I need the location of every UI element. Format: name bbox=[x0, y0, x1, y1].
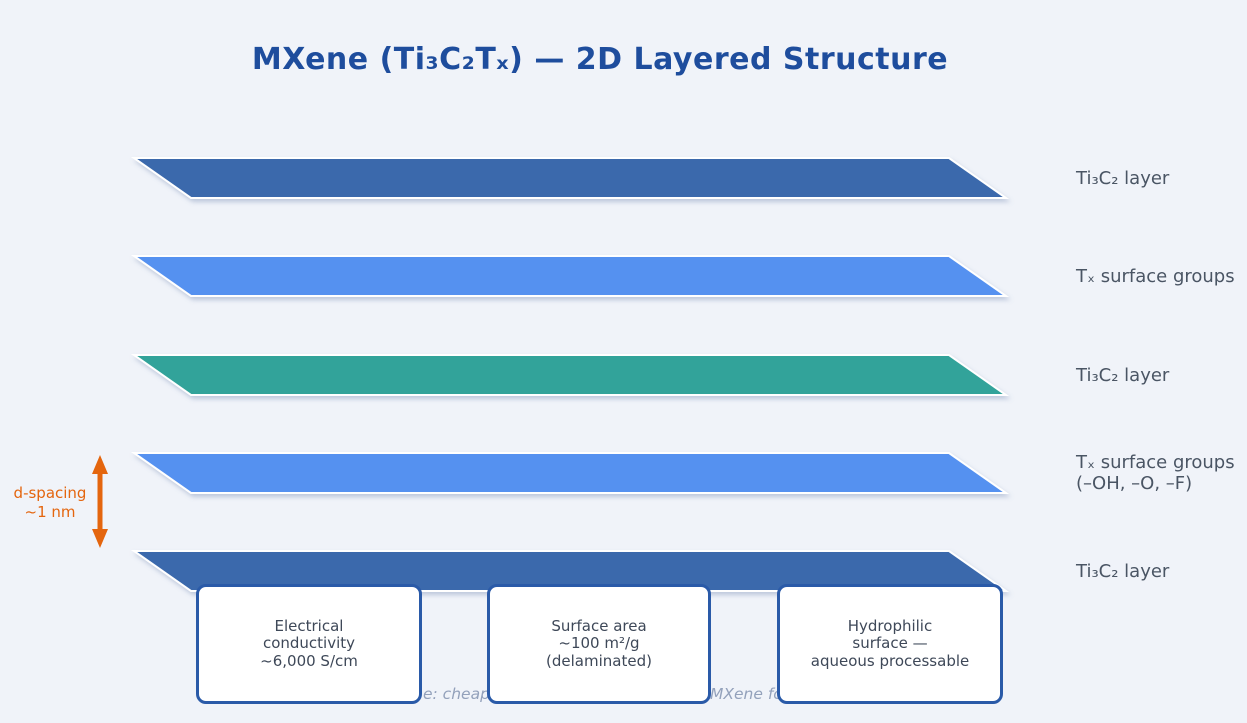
card-line: surface — bbox=[852, 634, 928, 653]
page-title: MXene (Ti₃C₂Tₓ) — 2D Layered Structure bbox=[251, 42, 949, 77]
card-line: ~100 m²/g bbox=[558, 634, 640, 653]
property-card-surface-area: Surface area ~100 m²/g (delaminated) bbox=[487, 584, 711, 704]
card-line: Electrical bbox=[274, 616, 344, 635]
card-line: conductivity bbox=[262, 634, 356, 653]
d-spacing-label-line2: ~1 nm bbox=[24, 503, 76, 521]
layer-slab-surface-groups-lower bbox=[130, 452, 1010, 494]
card-line: Hydrophilic bbox=[847, 616, 933, 635]
layer-label-surface-groups-lower-line1: Tₓ surface groups bbox=[1076, 452, 1235, 473]
card-line: Surface area bbox=[551, 616, 647, 635]
d-spacing-label: d-spacing ~1 nm bbox=[8, 484, 92, 522]
layer-label-surface-groups-lower: Tₓ surface groups (–OH, –O, –F) bbox=[1076, 452, 1246, 494]
layer-label-ti3c2-middle: Ti₃C₂ layer bbox=[1076, 365, 1170, 386]
caption-fragment-left: e: cheap bbox=[423, 685, 490, 703]
layer-slab-ti3c2-top bbox=[130, 157, 1010, 199]
card-line: aqueous processable bbox=[810, 651, 970, 670]
layer-label-ti3c2-top: Ti₃C₂ layer bbox=[1076, 168, 1170, 189]
layer-label-surface-groups-upper: Tₓ surface groups bbox=[1076, 266, 1235, 287]
layer-label-ti3c2-bottom: Ti₃C₂ layer bbox=[1076, 561, 1170, 582]
property-card-hydrophilic-surface: Hydrophilic surface — aqueous processabl… bbox=[777, 584, 1003, 704]
layer-label-surface-groups-lower-line2: (–OH, –O, –F) bbox=[1076, 473, 1193, 494]
property-card-electrical-conductivity: Electrical conductivity ~6,000 S/cm bbox=[196, 584, 422, 704]
layer-slab-ti3c2-middle bbox=[130, 354, 1010, 396]
layer-slab-ti3c2-bottom bbox=[130, 550, 1010, 592]
d-spacing-arrow-icon bbox=[92, 455, 108, 548]
layer-slab-surface-groups-upper bbox=[130, 255, 1010, 297]
caption-fragment-right: MXene fo bbox=[710, 685, 783, 703]
card-line: ~6,000 S/cm bbox=[260, 651, 358, 670]
d-spacing-label-line1: d-spacing bbox=[13, 484, 87, 502]
card-line: (delaminated) bbox=[546, 651, 652, 670]
